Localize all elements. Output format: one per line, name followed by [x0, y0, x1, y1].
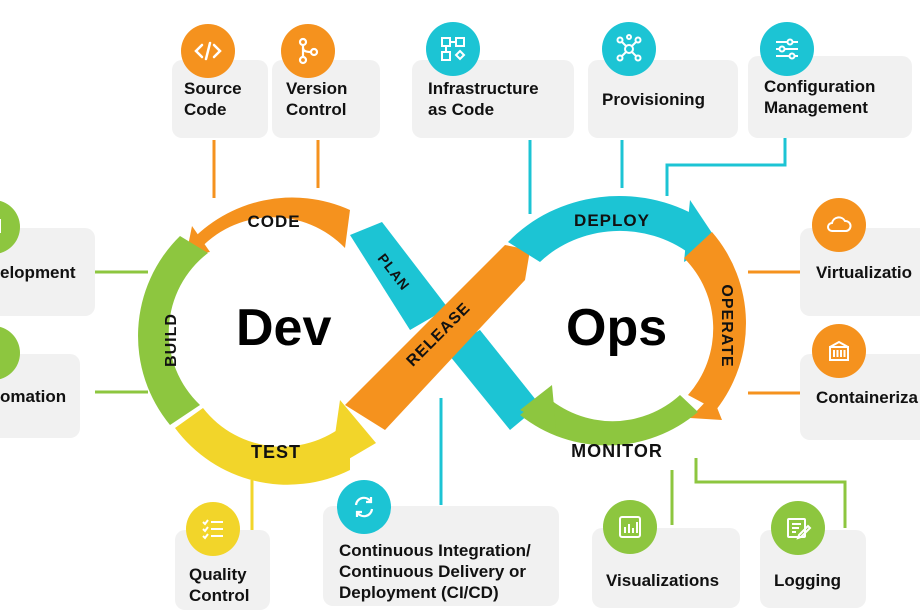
development-icon	[0, 200, 20, 254]
sliders-icon	[760, 22, 814, 76]
visualizations-label: Visualizations	[606, 571, 720, 590]
containerization-label: Containeriza	[816, 387, 919, 407]
development-label: elopment	[0, 262, 76, 282]
quality-label-2: Control	[189, 586, 250, 605]
gear-icon	[0, 326, 20, 380]
version-control-box: Version Control	[272, 60, 380, 138]
phase-build: BUILD	[163, 313, 180, 367]
plan-segment	[350, 222, 448, 330]
development-box: elopment	[0, 228, 95, 316]
log-edit-icon	[771, 501, 825, 555]
version-control-label-1: Version	[286, 79, 348, 98]
automation-box: omation	[0, 354, 80, 438]
logging-label: Logging	[774, 571, 842, 590]
version-control-label-2: Control	[286, 100, 347, 119]
network-blocks-icon	[426, 22, 480, 76]
config-label-1: Configuration	[764, 77, 876, 96]
dev-title: Dev	[236, 299, 332, 357]
code-segment	[188, 197, 350, 252]
build-segment	[138, 236, 208, 425]
iac-label-1: Infrastructure	[428, 79, 539, 98]
refresh-cycle-icon	[337, 480, 391, 534]
cicd-label-2: Continuous Delivery or	[339, 562, 527, 581]
monitor-segment	[520, 395, 698, 446]
phase-code: CODE	[247, 212, 300, 231]
release-segment	[345, 245, 530, 430]
source-code-label-2: Code	[184, 100, 227, 119]
automation-label: omation	[0, 386, 67, 406]
config-label-2: Management	[764, 98, 868, 117]
devops-infinity-loop: CODE BUILD TEST PLAN RELEASE DEPLOY OPER…	[138, 195, 746, 485]
iac-label-2: as Code	[428, 100, 495, 119]
checklist-icon	[186, 502, 240, 556]
test-segment	[175, 408, 350, 485]
phase-monitor: MONITOR	[571, 441, 663, 461]
iac-box: Infrastructure as Code	[412, 60, 574, 138]
quality-label-1: Quality	[189, 565, 247, 584]
ops-title: Ops	[566, 299, 668, 357]
phase-operate: OPERATE	[718, 284, 735, 367]
virtualization-label: Virtualizatio	[816, 262, 913, 282]
provisioning-box: Provisioning	[588, 60, 738, 138]
operate-segment	[684, 232, 746, 410]
phase-test: TEST	[251, 442, 301, 462]
code-brackets-icon	[181, 24, 235, 78]
connector-lines	[95, 138, 847, 530]
config-management-box: Configuration Management	[748, 56, 912, 138]
cicd-label-3: Deployment (CI/CD)	[339, 583, 499, 602]
phase-deploy: DEPLOY	[574, 211, 650, 230]
cloud-icon	[812, 198, 866, 252]
hub-nodes-icon	[602, 22, 656, 76]
deploy-segment	[508, 195, 700, 262]
bar-chart-icon	[603, 500, 657, 554]
source-code-label-1: Source	[184, 79, 242, 98]
provisioning-label: Provisioning	[602, 89, 705, 109]
container-icon	[812, 324, 866, 378]
git-branch-icon	[281, 24, 335, 78]
cicd-label-1: Continuous Integration/	[339, 541, 531, 560]
